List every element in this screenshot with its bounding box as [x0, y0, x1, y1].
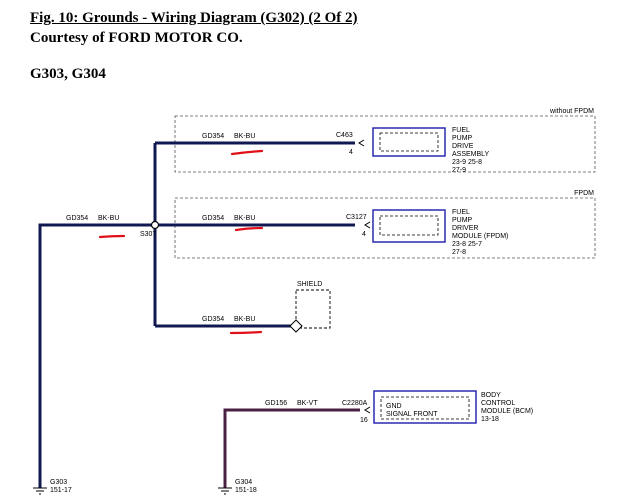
fpdm-wire-color: BK-BU: [234, 215, 255, 222]
svg-text:CONTROL: CONTROL: [481, 400, 515, 407]
without-fpdm-label: without FPDM: [549, 108, 594, 115]
shield-label: SHIELD: [297, 281, 322, 288]
red-underline-shield: [229, 330, 263, 335]
svg-text:FUEL: FUEL: [452, 127, 470, 134]
svg-text:PUMP: PUMP: [452, 135, 473, 142]
ground-g303-ref: 151-17: [50, 487, 72, 494]
fuel-pump-pin: 4: [349, 149, 353, 156]
ground-ids-heading: G303, G304: [30, 66, 106, 82]
svg-text:13-18: 13-18: [481, 416, 499, 423]
svg-text:BODY: BODY: [481, 392, 501, 399]
bcm-component: [373, 390, 477, 424]
courtesy-line: Courtesy of FORD MOTOR CO.: [30, 30, 243, 46]
ground-g303-icon: [33, 487, 47, 495]
shield-wire-color: BK-BU: [234, 316, 255, 323]
main-ground-wire: [38, 223, 155, 488]
figure-title: Fig. 10: Grounds - Wiring Diagram (G302)…: [30, 10, 358, 26]
shield-termination-icon: [289, 319, 303, 333]
fpdm-wire-circuit: GD354: [202, 215, 224, 222]
red-underline-main: [98, 234, 126, 239]
red-underline-marks: [98, 149, 264, 335]
main-wire-color: BK-BU: [98, 215, 119, 222]
svg-text:FUEL: FUEL: [452, 209, 470, 216]
main-wire-circuit: GD354: [66, 215, 88, 222]
svg-text:MODULE (BCM): MODULE (BCM): [481, 408, 533, 415]
fuel-pump-label: FUEL PUMP DRIVE ASSEMBLY 23-9 25-8 27-9: [452, 127, 490, 174]
bk-vt-wire: [223, 408, 360, 488]
fuel-pump-wire-color: BK-BU: [234, 133, 255, 140]
bcm-connector: C2280A: [342, 400, 368, 407]
fpdm-connector-arrow: [364, 221, 371, 229]
ground-g304-icon: [218, 487, 232, 495]
fuel-pump-component: [372, 127, 446, 157]
svg-text:DRIVE: DRIVE: [452, 143, 474, 150]
svg-text:PUMP: PUMP: [452, 217, 473, 224]
svg-text:23-8 25-7: 23-8 25-7: [452, 241, 482, 248]
fpdm-connector: C3127: [346, 214, 367, 221]
fpdm-component: [372, 209, 446, 243]
red-underline-fuel-pump: [230, 149, 264, 156]
fpdm-label: FPDM: [574, 190, 594, 197]
shield-wire-circuit: GD354: [202, 316, 224, 323]
bcm-pin: 16: [360, 417, 368, 424]
bcm-wire-color: BK-VT: [297, 400, 318, 407]
without-fpdm-box: [174, 115, 596, 173]
svg-text:27-9: 27-9: [452, 167, 466, 174]
bk-bu-wiring: [38, 141, 355, 488]
svg-text:27-8: 27-8: [452, 249, 466, 256]
ground-g304-name: G304: [235, 479, 252, 486]
fpdm-pin: 4: [362, 231, 366, 238]
splice-s307: [150, 220, 160, 230]
svg-text:MODULE (FPDM): MODULE (FPDM): [452, 233, 508, 240]
fuel-pump-connector: C463: [336, 132, 353, 139]
fpdm-box: [174, 197, 596, 259]
fuel-pump-connector-arrow: [358, 139, 365, 147]
red-underline-fpdm: [234, 226, 264, 232]
svg-text:DRIVER: DRIVER: [452, 225, 478, 232]
bcm-pin-gnd: GND: [386, 403, 402, 410]
bcm-connector-arrow: [364, 406, 371, 414]
fpdm-component-label: FUEL PUMP DRIVER MODULE (FPDM) 23-8 25-7…: [452, 209, 508, 256]
fuel-pump-wire-circuit: GD354: [202, 133, 224, 140]
shield-box: [295, 289, 331, 329]
ground-g304-ref: 151-18: [235, 487, 257, 494]
bcm-component-label: BODY CONTROL MODULE (BCM) 13-18: [481, 392, 533, 423]
ground-g303-name: G303: [50, 479, 67, 486]
bcm-wire-circuit: GD156: [265, 400, 287, 407]
splice-label: S307: [140, 231, 156, 238]
bcm-pin-signal: SIGNAL FRONT: [386, 411, 438, 418]
svg-text:23-9 25-8: 23-9 25-8: [452, 159, 482, 166]
svg-text:ASSEMBLY: ASSEMBLY: [452, 151, 490, 158]
